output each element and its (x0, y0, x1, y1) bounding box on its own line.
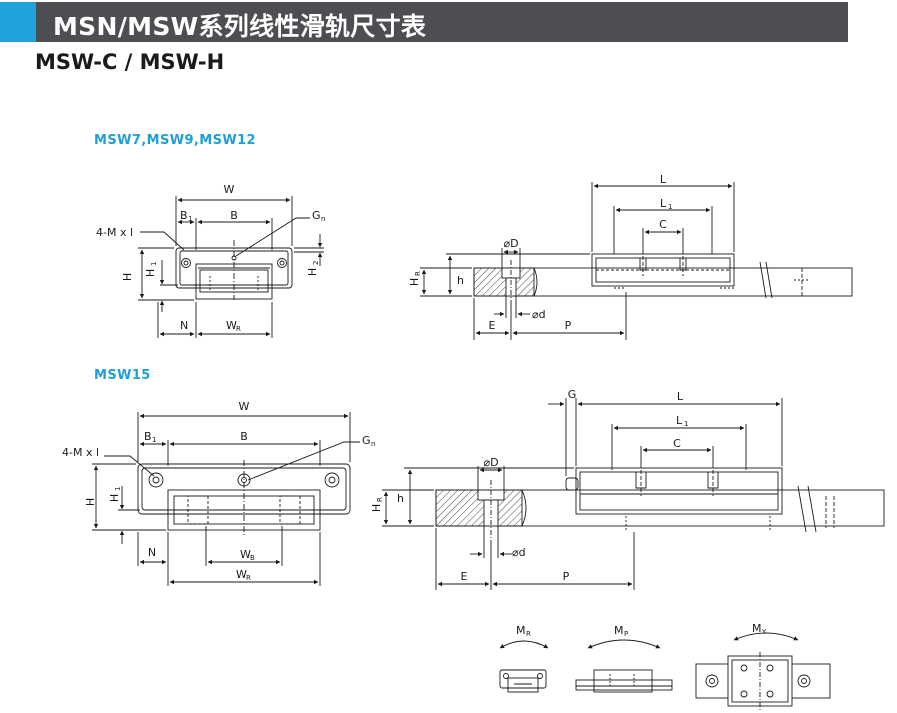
label-L: L (677, 390, 684, 403)
label-B: B (230, 209, 238, 222)
label-L1-sub: 1 (668, 203, 672, 211)
label-WR-sub: R (236, 325, 241, 333)
label-MP-sub: P (624, 630, 628, 638)
label-B1-sub: 1 (152, 436, 156, 444)
label-MY: M (752, 622, 762, 635)
label-Gn: G (362, 434, 371, 447)
label-E: E (489, 319, 496, 332)
label-WR-sub: R (246, 574, 251, 582)
label-H1-sub: 1 (114, 487, 122, 491)
label-HR-sub: R (414, 271, 422, 276)
label-D: ⌀D (483, 456, 498, 469)
label-WR: W (226, 319, 237, 332)
label-P: P (565, 319, 572, 332)
label-E: E (461, 570, 468, 583)
end-view-small (138, 196, 324, 338)
label-H1-sub: 1 (150, 262, 158, 266)
section-label-large: MSW15 (94, 368, 151, 383)
label-H1: H (108, 494, 121, 502)
label-B1-sub: 1 (188, 215, 192, 223)
label-W: W (239, 400, 250, 413)
label-L1: L (676, 414, 683, 427)
label-H1: H (144, 269, 157, 277)
label-H: H (121, 273, 134, 281)
label-G: G (568, 388, 577, 401)
title-accent (0, 2, 36, 42)
label-Mxl: 4-M x l (96, 226, 133, 239)
label-WB: W (240, 548, 251, 561)
label-MR-sub: R (526, 630, 531, 638)
label-Gn-sub: n (371, 440, 375, 448)
label-H2-sub: 2 (312, 261, 320, 265)
label-L: L (660, 173, 667, 186)
label-B: B (240, 430, 248, 443)
model-subtitle: MSW-C / MSW-H (35, 50, 225, 74)
label-D: ⌀D (503, 237, 518, 250)
label-MP: M (614, 624, 624, 637)
title-bar: MSN/MSW系列线性滑轨尺寸表 (0, 2, 848, 42)
moment-roll-diagram (499, 640, 549, 693)
label-W: W (224, 183, 235, 196)
label-h: h (397, 492, 404, 505)
label-P: P (563, 570, 570, 583)
label-C: C (659, 218, 667, 231)
label-HR-sub: R (376, 497, 384, 502)
moment-yaw-diagram (695, 632, 831, 710)
page-title: MSN/MSW系列线性滑轨尺寸表 (53, 12, 427, 41)
label-Gn-sub: n (321, 215, 325, 223)
grease-fitting-icon (181, 258, 191, 268)
label-H2: H (306, 268, 319, 276)
label-h: h (457, 274, 464, 287)
label-L1: L (660, 197, 667, 210)
label-H: H (84, 498, 97, 506)
label-MR: M (516, 624, 526, 637)
label-MY-sub: Y (761, 628, 767, 636)
end-view-large (92, 412, 360, 586)
label-d: ⌀d (532, 308, 546, 321)
label-B1: B (144, 430, 152, 443)
section-label-small: MSW7,MSW9,MSW12 (94, 133, 256, 148)
moment-pitch-diagram (575, 639, 673, 693)
label-Gn: G (312, 209, 321, 222)
label-WB-sub: B (250, 554, 255, 562)
label-HR: H (408, 278, 421, 286)
side-view-small (420, 182, 853, 340)
label-C: C (673, 437, 681, 450)
label-N: N (148, 546, 156, 559)
label-L1-sub: 1 (684, 420, 688, 428)
label-Mxl: 4-M x l (62, 446, 99, 459)
grease-fitting-icon (148, 472, 164, 488)
label-B1: B (180, 209, 188, 222)
label-N: N (180, 319, 188, 332)
label-HR: H (370, 504, 383, 512)
label-d: ⌀d (512, 546, 526, 559)
label-WR: W (236, 568, 247, 581)
side-view-large (382, 398, 885, 590)
